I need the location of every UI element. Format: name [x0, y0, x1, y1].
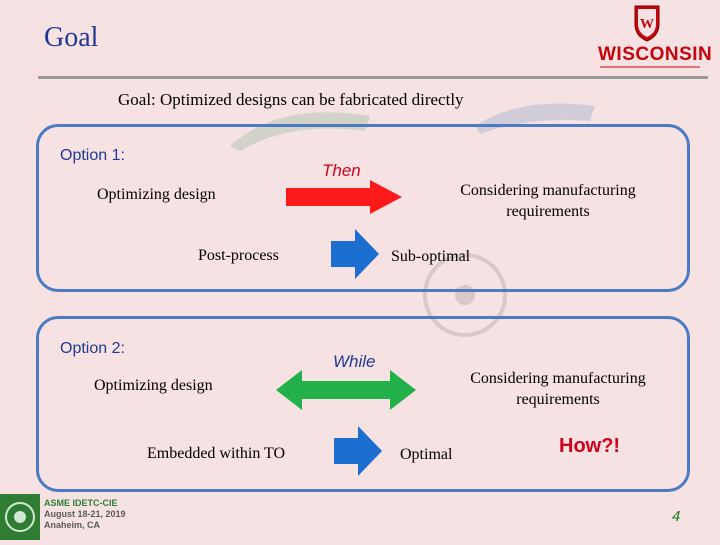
option2-considering-requirements: Considering manufacturing requirements: [470, 370, 646, 408]
background-part-image: [230, 112, 370, 151]
option2-connector: While: [333, 352, 376, 371]
blue-arrow-icon: [334, 426, 382, 476]
asme-logo-icon: [0, 494, 40, 540]
option1-sub-optimal: Sub-optimal: [391, 248, 471, 265]
how-question: How?!: [559, 435, 621, 457]
svg-text:W: W: [640, 17, 654, 32]
goal-statement: Goal: Optimized designs can be fabricate…: [118, 90, 464, 109]
option2-embedded-within-to: Embedded within TO: [147, 445, 286, 462]
option1-label: Option 1:: [60, 147, 125, 164]
option1-post-process: Post-process: [198, 247, 279, 264]
option2-optimizing-design: Optimizing design: [94, 377, 213, 394]
option2-optimal: Optimal: [400, 446, 453, 463]
option1-optimizing-design: Optimizing design: [97, 186, 216, 203]
option1-considering-requirements: Considering manufacturing requirements: [460, 182, 636, 220]
conference-date: August 18-21, 2019: [44, 509, 126, 519]
red-arrow-icon: [286, 180, 402, 214]
green-double-arrow-icon: [276, 370, 416, 410]
title-divider: [38, 76, 708, 79]
blue-arrow-icon: [331, 229, 379, 279]
wisconsin-logo-underline: [600, 66, 700, 68]
option1-panel: [36, 124, 690, 292]
conference-name: ASME IDETC-CIE: [44, 498, 118, 508]
conference-info: ASME IDETC-CIE August 18-21, 2019 Anahei…: [44, 498, 126, 531]
page-number: 4: [672, 508, 681, 525]
wisconsin-crest-icon: W: [634, 5, 660, 42]
wisconsin-logo-text: WISCONSIN: [598, 44, 713, 65]
option1-connector: Then: [322, 161, 361, 180]
page-title: Goal: [44, 22, 99, 53]
option2-panel: [36, 316, 690, 492]
option2-label: Option 2:: [60, 340, 125, 357]
conference-location: Anaheim, CA: [44, 520, 101, 530]
